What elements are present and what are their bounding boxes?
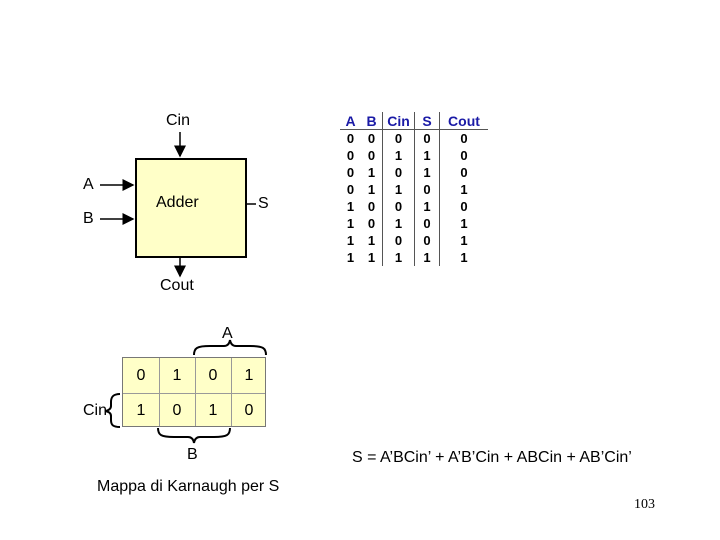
cout-label: Cout bbox=[160, 277, 194, 294]
truth-cell-s: 0 bbox=[414, 129, 440, 147]
kmap-a-label: A bbox=[222, 325, 233, 342]
truth-cell-cout: 1 bbox=[439, 215, 488, 232]
truth-cell-b: 1 bbox=[367, 233, 376, 248]
truth-cell-cin: 1 bbox=[382, 181, 415, 198]
brace-cin bbox=[104, 393, 121, 428]
truth-cell-s: 1 bbox=[414, 147, 440, 164]
header-s: S bbox=[414, 112, 440, 130]
truth-cell-a: 1 bbox=[346, 250, 355, 265]
truth-cell-cout: 1 bbox=[439, 249, 488, 266]
truth-cell-b: 1 bbox=[367, 250, 376, 265]
brace-a bbox=[193, 339, 267, 356]
truth-cell-a: 0 bbox=[346, 165, 355, 180]
header-b: B bbox=[361, 112, 383, 130]
truth-cell-cout: 0 bbox=[439, 198, 488, 215]
kmap-caption: Mappa di Karnaugh per S bbox=[97, 478, 280, 495]
truth-cell-b: 0 bbox=[367, 216, 376, 231]
truth-cell-a: 0 bbox=[346, 182, 355, 197]
kmap-cell: 1 bbox=[208, 401, 218, 419]
truth-cell-a: 1 bbox=[346, 199, 355, 214]
truth-cell-s: 0 bbox=[414, 232, 440, 249]
truth-cell-s: 1 bbox=[414, 198, 440, 215]
kmap-cin-label: Cin bbox=[83, 402, 108, 419]
truth-cell-cin: 0 bbox=[382, 232, 415, 249]
sum-equation: S = A’BCin’ + A’B’Cin + ABCin + AB’Cin’ bbox=[352, 449, 632, 466]
truth-cell-cin: 1 bbox=[382, 215, 415, 232]
truth-cell-a: 1 bbox=[346, 216, 355, 231]
truth-cell-b: 0 bbox=[367, 131, 376, 146]
truth-cell-s: 0 bbox=[414, 181, 440, 198]
truth-cell-b: 0 bbox=[367, 199, 376, 214]
truth-cell-cin: 0 bbox=[382, 129, 415, 147]
truth-cell-a: 0 bbox=[346, 148, 355, 163]
header-a: A bbox=[340, 112, 361, 130]
cin-label: Cin bbox=[166, 112, 191, 129]
s-label: S bbox=[258, 195, 269, 212]
kmap-cell: 1 bbox=[172, 366, 182, 384]
kmap-gridline bbox=[159, 358, 160, 426]
truth-cell-b: 1 bbox=[367, 182, 376, 197]
kmap-gridline bbox=[195, 358, 196, 426]
kmap-gridline bbox=[123, 393, 265, 394]
kmap-b-label: B bbox=[187, 446, 198, 463]
kmap-cell: 0 bbox=[136, 366, 146, 384]
kmap-cell: 0 bbox=[172, 401, 182, 419]
truth-cell-cin: 0 bbox=[382, 198, 415, 215]
kmap-cell: 0 bbox=[244, 401, 254, 419]
truth-cell-a: 1 bbox=[346, 233, 355, 248]
b-label: B bbox=[83, 210, 94, 227]
header-cin: Cin bbox=[382, 112, 415, 130]
truth-cell-s: 0 bbox=[414, 215, 440, 232]
truth-cell-cout: 0 bbox=[439, 129, 488, 147]
truth-cell-cout: 1 bbox=[439, 181, 488, 198]
karnaugh-map: 0 1 0 1 1 0 1 0 bbox=[122, 357, 266, 427]
kmap-gridline bbox=[231, 358, 232, 426]
truth-cell-cin: 1 bbox=[382, 147, 415, 164]
truth-cell-b: 1 bbox=[367, 165, 376, 180]
truth-cell-cout: 0 bbox=[439, 147, 488, 164]
truth-cell-cout: 1 bbox=[439, 232, 488, 249]
header-cout: Cout bbox=[439, 112, 488, 130]
truth-cell-cin: 0 bbox=[382, 164, 415, 181]
kmap-cell: 1 bbox=[244, 366, 254, 384]
page-number: 103 bbox=[634, 497, 655, 512]
truth-cell-s: 1 bbox=[414, 164, 440, 181]
adder-block bbox=[135, 158, 247, 258]
kmap-cell: 1 bbox=[136, 401, 146, 419]
truth-cell-cin: 1 bbox=[382, 249, 415, 266]
truth-table-header: A B Cin S Cout bbox=[340, 112, 488, 130]
truth-cell-cout: 0 bbox=[439, 164, 488, 181]
truth-cell-a: 0 bbox=[346, 131, 355, 146]
adder-label: Adder bbox=[156, 194, 199, 211]
brace-b bbox=[157, 427, 231, 444]
truth-cell-s: 1 bbox=[414, 249, 440, 266]
a-label: A bbox=[83, 176, 94, 193]
kmap-cell: 0 bbox=[208, 366, 218, 384]
truth-cell-b: 0 bbox=[367, 148, 376, 163]
